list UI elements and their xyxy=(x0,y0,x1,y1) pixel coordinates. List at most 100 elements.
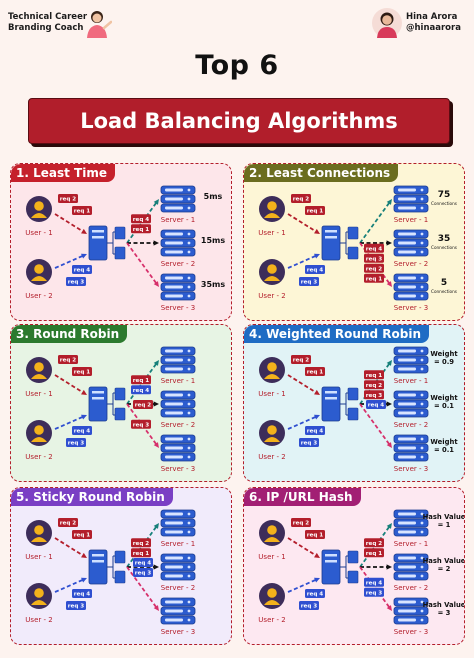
request-tag-label: req 2 xyxy=(293,197,310,203)
request-tag-box xyxy=(305,530,325,539)
request-tag-box xyxy=(364,548,384,558)
request-tag-box xyxy=(364,253,384,263)
request-tag-label: req 3 xyxy=(133,423,150,429)
server-label: Server - 2 xyxy=(161,421,195,429)
user-icon xyxy=(259,420,285,446)
request-tag: req 4 xyxy=(72,265,92,274)
side-label: Weight= 0.9 xyxy=(430,350,458,366)
user-icon xyxy=(259,357,285,383)
server-icon xyxy=(393,273,429,301)
server-icon xyxy=(393,229,429,257)
request-arrow xyxy=(287,414,320,430)
request-tag-box xyxy=(66,601,86,610)
request-tag-label: req 3 xyxy=(68,280,85,286)
request-tag: req 3 xyxy=(299,277,319,286)
request-tag-label: req 2 xyxy=(133,541,150,547)
server-icon xyxy=(393,553,429,581)
panel-title: 4. Weighted Round Robin xyxy=(244,325,429,343)
request-tag-box xyxy=(364,577,384,587)
request-tag: req 1 xyxy=(131,375,151,385)
request-tag-box xyxy=(299,277,319,286)
request-arrow xyxy=(287,537,320,558)
request-tag: req 2 xyxy=(364,380,384,390)
route-arrow xyxy=(126,523,159,568)
request-tag-box xyxy=(364,370,384,380)
request-tag-label: req 2 xyxy=(366,541,383,547)
route-arrow xyxy=(359,566,392,611)
request-tag: req 4 xyxy=(72,589,92,598)
request-tag-box xyxy=(291,518,311,527)
user-icon xyxy=(259,583,285,609)
brand-title: Technical Career Branding Coach xyxy=(8,12,87,34)
route-arrow xyxy=(359,523,392,568)
user-icon xyxy=(259,520,285,546)
user-icon xyxy=(26,357,52,383)
request-tag: req 4 xyxy=(133,558,153,567)
request-tag-label: req 1 xyxy=(366,373,383,379)
side-label: Hash Value= 2 xyxy=(423,557,464,573)
request-tag-label: req 4 xyxy=(307,429,324,435)
user-icon xyxy=(259,196,285,222)
request-tag-box xyxy=(299,438,319,447)
request-tag-box xyxy=(131,375,151,385)
request-tag: req 4 xyxy=(364,577,384,587)
user-label: User - 1 xyxy=(25,229,52,237)
user-label: User - 2 xyxy=(25,453,52,461)
request-tag-label: req 4 xyxy=(307,592,324,598)
side-label: Weight= 0.1 xyxy=(430,394,458,410)
request-tag-label: req 1 xyxy=(307,370,324,376)
server-icon xyxy=(393,434,429,462)
request-tag-box xyxy=(58,194,78,203)
request-tag-label: req 3 xyxy=(366,393,383,399)
request-tag-box xyxy=(133,568,153,577)
request-tag: req 3 xyxy=(299,601,319,610)
banner-text: Load Balancing Algorithms xyxy=(80,109,398,133)
server-icon xyxy=(160,346,196,374)
panel-title: 6. IP /URL Hash xyxy=(244,488,361,506)
request-tag-label: req 3 xyxy=(68,441,85,447)
server-label: Server - 3 xyxy=(394,465,428,473)
server-label: Server - 2 xyxy=(161,584,195,592)
request-tag-label: req 2 xyxy=(60,521,77,527)
request-tag-box xyxy=(72,426,92,435)
route-arrow xyxy=(359,403,392,448)
request-tag-box xyxy=(305,265,325,274)
request-tag: req 1 xyxy=(364,273,384,283)
user-label: User - 2 xyxy=(258,616,285,624)
request-tag-label: req 4 xyxy=(74,429,91,435)
request-tag: req 2 xyxy=(364,263,384,273)
server-label: Server - 3 xyxy=(394,628,428,636)
request-tag: req 4 xyxy=(131,214,151,224)
route-arrow xyxy=(126,242,159,287)
request-arrow xyxy=(54,577,87,593)
server-icon xyxy=(393,185,429,213)
request-tag-box xyxy=(66,438,86,447)
request-tag-label: req 1 xyxy=(133,551,150,557)
user-icon xyxy=(26,420,52,446)
request-tag-label: req 3 xyxy=(68,604,85,610)
request-tag: req 4 xyxy=(305,426,325,435)
request-tag-box xyxy=(72,530,92,539)
request-tag-label: req 4 xyxy=(133,388,150,394)
server-icon xyxy=(160,509,196,537)
request-arrow xyxy=(54,414,87,430)
request-tag: req 2 xyxy=(131,538,151,548)
request-tag-box xyxy=(364,380,384,390)
connection-caption: Connections xyxy=(431,289,457,294)
connection-count: 75 xyxy=(438,190,451,200)
server-label: Server - 1 xyxy=(394,377,428,385)
request-tag: req 4 xyxy=(366,400,386,409)
request-arrow xyxy=(287,577,320,593)
request-tag-box xyxy=(291,194,311,203)
server-label: Server - 1 xyxy=(161,216,195,224)
request-tag-box xyxy=(133,558,153,567)
request-tag-box xyxy=(364,263,384,273)
request-tag-label: req 1 xyxy=(74,370,91,376)
request-tag-box xyxy=(364,390,384,400)
request-tag-box xyxy=(72,367,92,376)
request-arrow xyxy=(287,253,320,269)
